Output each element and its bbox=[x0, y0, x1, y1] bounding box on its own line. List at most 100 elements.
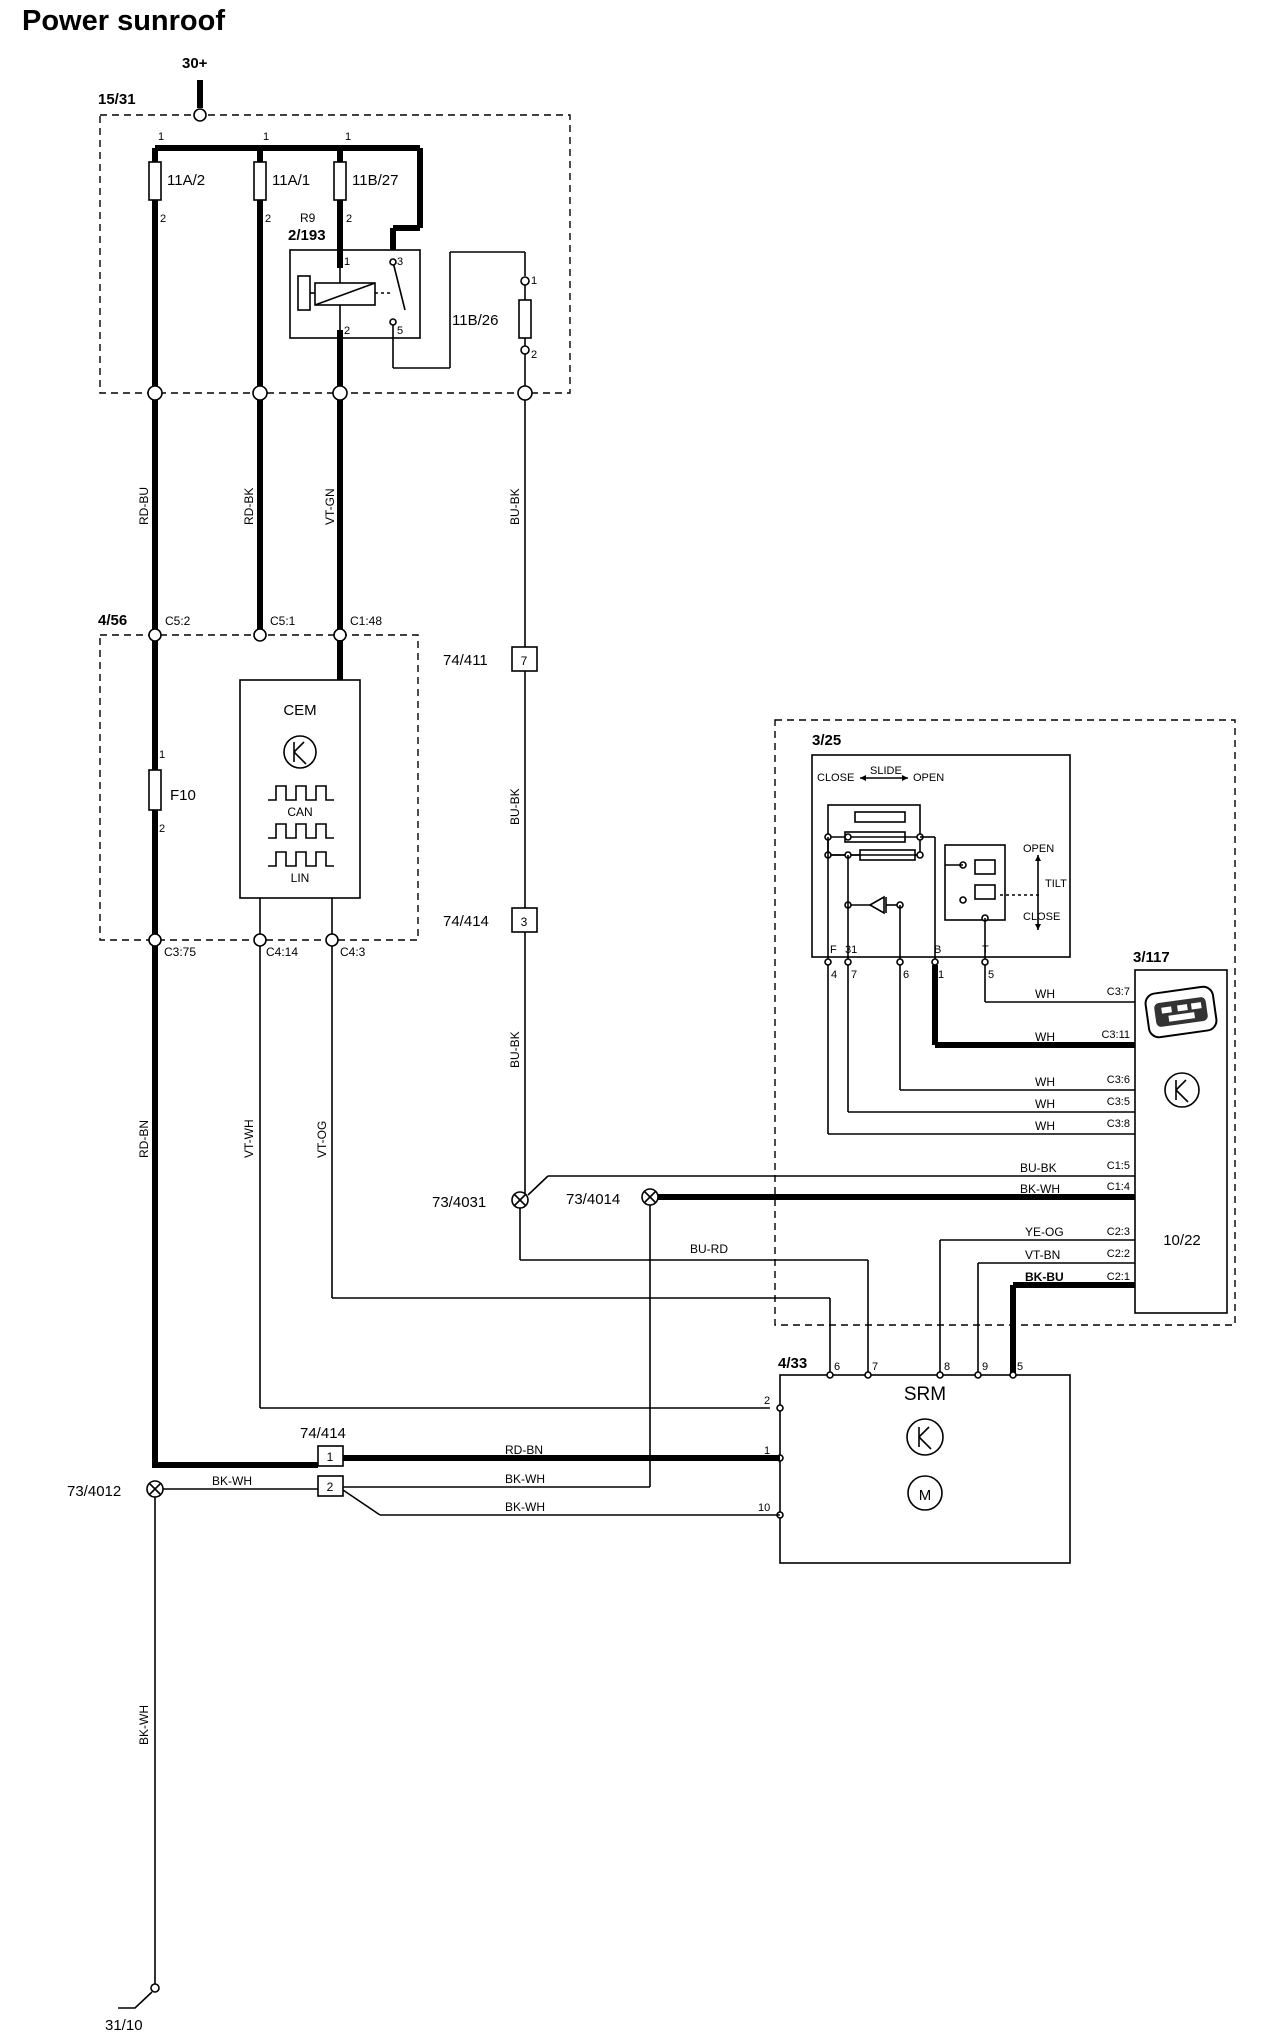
pin-label: C1:48 bbox=[350, 614, 382, 628]
connector-label: 74/414 bbox=[300, 1425, 346, 1442]
wire-label: RD-BK bbox=[242, 488, 256, 525]
switch-label: OPEN bbox=[1023, 843, 1054, 855]
transistor-icon bbox=[283, 735, 317, 769]
transistor-icon bbox=[1164, 1072, 1200, 1108]
svg-text:2: 2 bbox=[531, 349, 537, 361]
srm-pin: 9 bbox=[982, 1361, 988, 1373]
switch-pin-letter: F bbox=[830, 944, 837, 956]
module-id: 3/117 bbox=[1133, 949, 1170, 966]
wire-label: VT-BN bbox=[1025, 1248, 1060, 1262]
lin-label: LIN bbox=[291, 871, 310, 885]
module-pin: C1:4 bbox=[1107, 1181, 1130, 1193]
splice-73-4031 bbox=[511, 1191, 529, 1209]
splice-label: 73/4031 bbox=[432, 1194, 486, 1211]
module-pin: C3:6 bbox=[1107, 1074, 1130, 1086]
wire-label: BK-BU bbox=[1025, 1270, 1064, 1284]
fuse-label: F10 bbox=[170, 787, 196, 804]
svg-text:1: 1 bbox=[159, 749, 165, 761]
wire-label: WH bbox=[1035, 987, 1055, 1001]
svg-text:3: 3 bbox=[397, 256, 403, 268]
fuse-11b-26 bbox=[518, 299, 532, 339]
motor-label: M bbox=[919, 1487, 932, 1504]
central-box-id: 4/56 bbox=[98, 612, 127, 629]
switch-label: OPEN bbox=[913, 772, 944, 784]
wire-label: BK-WH bbox=[505, 1500, 545, 1514]
svg-text:2: 2 bbox=[346, 213, 352, 225]
srm-name: SRM bbox=[904, 1384, 946, 1405]
connector-74-414 bbox=[511, 907, 538, 933]
page-title: Power sunroof bbox=[22, 5, 225, 37]
connector-pin: 2 bbox=[327, 1480, 334, 1494]
wire-label: BK-WH bbox=[212, 1474, 252, 1488]
switch-pin-letter: B bbox=[934, 944, 941, 956]
svg-text:1: 1 bbox=[345, 131, 351, 143]
switch-label: TILT bbox=[1045, 878, 1067, 890]
svg-text:1: 1 bbox=[531, 275, 537, 287]
wire-label: VT-GN bbox=[323, 488, 337, 525]
srm-pin: 8 bbox=[944, 1361, 950, 1373]
fuse-label: 11A/2 bbox=[167, 172, 205, 189]
module-pin: C2:1 bbox=[1107, 1271, 1130, 1283]
wire-label: WH bbox=[1035, 1097, 1055, 1111]
fuse-label: 11B/27 bbox=[352, 172, 398, 189]
module-pin: C3:7 bbox=[1107, 986, 1130, 998]
srm-pin: 2 bbox=[764, 1395, 770, 1407]
connector-pin: 1 bbox=[327, 1450, 334, 1464]
switch-id: 3/25 bbox=[812, 732, 841, 749]
svg-text:2: 2 bbox=[344, 325, 350, 337]
wire-label: BK-WH bbox=[505, 1472, 545, 1486]
svg-text:5: 5 bbox=[397, 325, 403, 337]
switch-pin: 4 bbox=[831, 969, 837, 981]
fuse-box-15-31 bbox=[99, 114, 571, 394]
splice-label: 73/4014 bbox=[566, 1191, 620, 1208]
svg-text:2: 2 bbox=[159, 823, 165, 835]
svg-text:2: 2 bbox=[160, 213, 166, 225]
switch-label: CLOSE bbox=[817, 772, 854, 784]
switch-pin: 5 bbox=[988, 969, 994, 981]
cem-module bbox=[239, 679, 361, 899]
switch-pin-letter: T bbox=[982, 944, 989, 956]
switch-pin: 6 bbox=[903, 969, 909, 981]
can-signal-icon bbox=[268, 823, 334, 839]
svg-text:1: 1 bbox=[158, 131, 164, 143]
relay-id: 2/193 bbox=[288, 227, 326, 244]
lin-signal-icon bbox=[268, 851, 334, 867]
module-pin: C1:5 bbox=[1107, 1160, 1130, 1172]
srm-pin: 1 bbox=[764, 1445, 770, 1457]
motor-icon bbox=[907, 1475, 943, 1511]
pin-label: C5:1 bbox=[270, 614, 296, 628]
switch-label: CLOSE bbox=[1023, 911, 1060, 923]
switch-pin-letter: 31 bbox=[845, 944, 857, 956]
module-pin: C2:2 bbox=[1107, 1248, 1130, 1260]
splice-label: 73/4012 bbox=[67, 1483, 121, 1500]
splice-73-4014 bbox=[641, 1188, 659, 1206]
wire-label: BK-WH bbox=[137, 1705, 151, 1745]
wire-label: BU-RD bbox=[690, 1242, 728, 1256]
connector-label: 74/414 bbox=[443, 913, 489, 930]
module-pin: C2:3 bbox=[1107, 1226, 1130, 1238]
pin-label: C4:14 bbox=[266, 945, 298, 959]
fuse-label: 11A/1 bbox=[272, 172, 310, 189]
fuse-11a-2 bbox=[148, 161, 162, 201]
srm-pin: 7 bbox=[872, 1361, 878, 1373]
connector-74-411 bbox=[511, 646, 538, 672]
fuse-f10 bbox=[148, 769, 162, 811]
splice-73-4012 bbox=[146, 1480, 164, 1498]
cem-label: CEM bbox=[283, 702, 316, 719]
transistor-icon bbox=[906, 1418, 944, 1456]
ground-label: 31/10 bbox=[105, 2017, 143, 2034]
switch-pin: 1 bbox=[938, 969, 944, 981]
relay-ref: R9 bbox=[300, 211, 316, 225]
wire-label: RD-BN bbox=[137, 1120, 151, 1158]
connector-pin: 7 bbox=[521, 654, 528, 668]
svg-text:1: 1 bbox=[344, 256, 350, 268]
svg-text:2: 2 bbox=[265, 213, 271, 225]
module-pin: C3:5 bbox=[1107, 1096, 1130, 1108]
connector-label: 74/411 bbox=[443, 652, 488, 669]
fuse-11a-1 bbox=[253, 161, 267, 201]
connector-pin: 3 bbox=[521, 915, 528, 929]
ground-icon bbox=[118, 1991, 153, 2009]
svg-text:1: 1 bbox=[263, 131, 269, 143]
supply-label: 30+ bbox=[182, 55, 208, 72]
